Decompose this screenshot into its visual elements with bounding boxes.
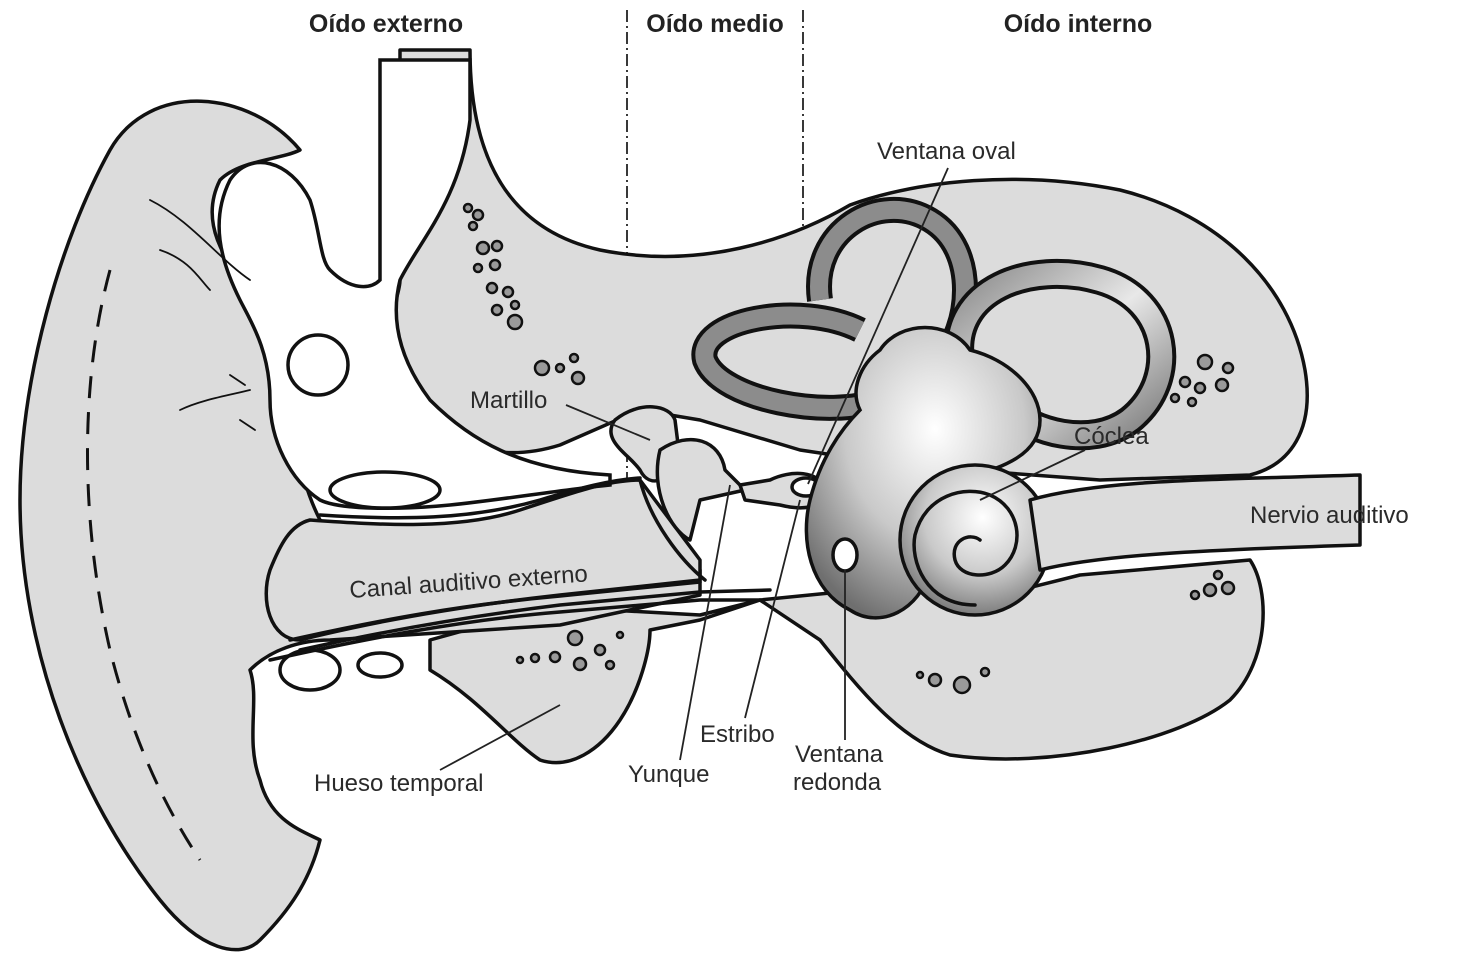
cavity-hole-1 — [288, 335, 348, 395]
label-martillo: Martillo — [470, 387, 547, 414]
section-title-inner: Oído interno — [1004, 10, 1153, 38]
lower-hole-2 — [358, 653, 402, 677]
label-nervio: Nervio auditivo — [1250, 502, 1409, 529]
cavity-hole-2 — [330, 472, 440, 508]
section-title-outer: Oído externo — [309, 10, 463, 38]
label-estribo: Estribo — [700, 721, 775, 748]
label-ventana-redonda-line2: redonda — [793, 769, 882, 796]
label-ventana-redonda-line1: Ventana — [795, 741, 884, 768]
round-window — [833, 539, 857, 571]
label-hueso: Hueso temporal — [314, 770, 483, 797]
label-coclea: Cóclea — [1074, 423, 1149, 450]
cochlea — [900, 465, 1050, 615]
section-title-middle: Oído medio — [646, 10, 784, 38]
label-ventana-oval: Ventana oval — [877, 138, 1016, 165]
label-yunque: Yunque — [628, 761, 709, 788]
